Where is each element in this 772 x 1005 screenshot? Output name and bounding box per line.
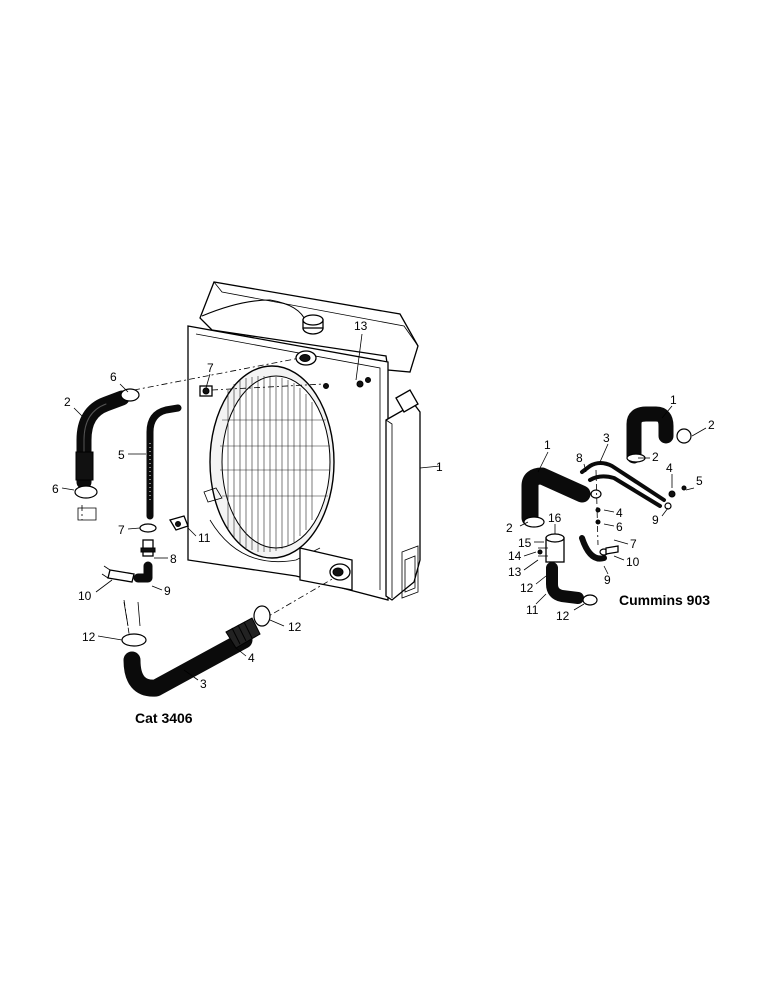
alignment-lines-cat [81,357,335,641]
cummins-callout-4-right: 4 [666,461,673,475]
cummins-callout-16: 16 [548,511,562,525]
callout-1: 1 [436,460,443,474]
flex-section-4 [225,617,261,649]
radiator-assembly [187,281,421,601]
callout-5: 5 [118,448,125,462]
cummins-callout-1-left: 1 [544,438,551,452]
cummins-callouts: 1 2 1 3 8 4 5 2 9 4 16 6 15 7 14 13 12 [506,393,715,623]
radiator-core [220,376,330,552]
cummins-callout-3: 3 [603,431,610,445]
cummins-callout-2-left: 2 [506,521,513,535]
cummins-callout-9-lower: 9 [604,573,611,587]
caption-cat-3406: Cat 3406 [135,710,193,726]
cummins-callout-2-mid: 2 [652,450,659,464]
callout-6-lower: 6 [52,482,59,496]
cummins-callout-2-right: 2 [708,418,715,432]
callout-8: 8 [170,552,177,566]
callout-13: 13 [354,319,368,333]
cat-hoses [74,385,271,697]
caption-cummins-903: Cummins 903 [619,592,710,608]
filler-cap [302,314,324,335]
lower-outlet [329,563,351,581]
cummins-callout-6: 6 [616,520,623,534]
thermostat-housing [537,533,565,563]
callout-7-top: 7 [207,361,214,375]
cummins-callout-15: 15 [518,536,532,550]
fan-shroud [209,365,335,559]
cummins-callout-12-right: 12 [556,609,570,623]
callout-4: 4 [248,651,255,665]
callout-12-right: 12 [288,620,302,634]
cummins-callout-12-left: 12 [520,581,534,595]
callout-7-lower: 7 [118,523,125,537]
cummins-hoses [521,406,692,606]
callout-12-left: 12 [82,630,96,644]
cummins-callout-4-mid: 4 [616,506,623,520]
callout-10: 10 [78,589,92,603]
cummins-callout-10: 10 [626,555,640,569]
cummins-callout-11: 11 [526,603,539,617]
upper-inlet [295,350,317,366]
cummins-callout-1-right: 1 [670,393,677,407]
cat-callouts: 13 7 6 2 5 6 7 11 8 9 10 12 4 3 12 1 [52,319,443,691]
callout-2: 2 [64,395,71,409]
callout-11: 11 [198,531,211,545]
cummins-callout-9-right: 9 [652,513,659,527]
callout-9: 9 [164,584,171,598]
cummins-callout-8: 8 [576,451,583,465]
callout-6-top: 6 [110,370,117,384]
fitting-7-top [199,385,213,397]
cummins-callout-7: 7 [630,537,637,551]
callout-3: 3 [200,677,207,691]
cummins-callout-13: 13 [508,565,522,579]
cummins-callout-5: 5 [696,474,703,488]
cummins-callout-14: 14 [508,549,522,563]
